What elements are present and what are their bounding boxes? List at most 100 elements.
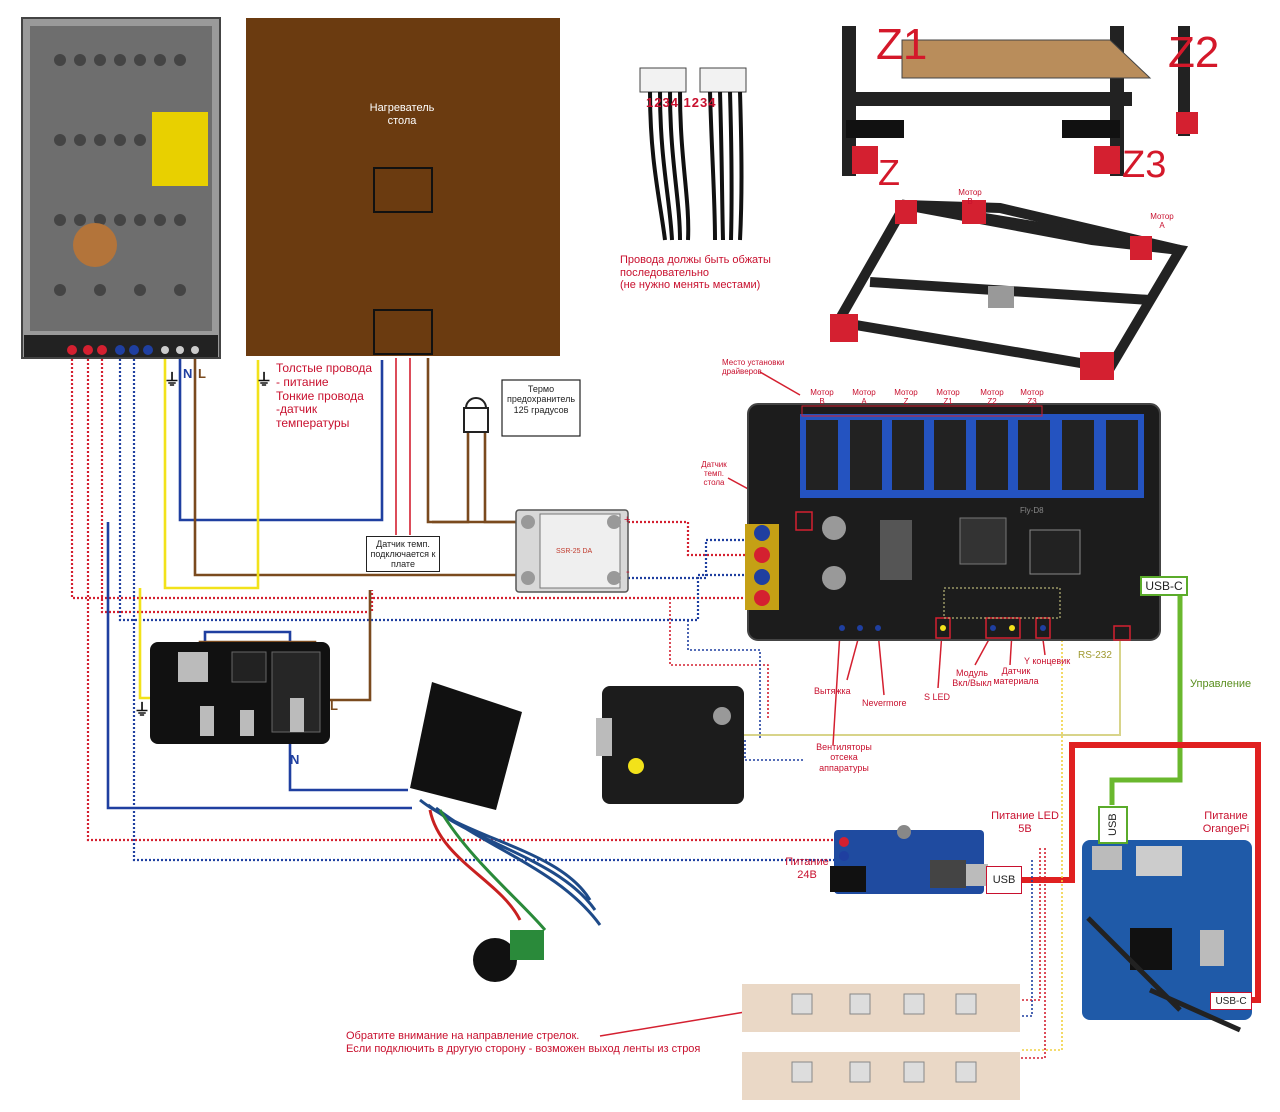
ac-power-socket	[150, 642, 330, 744]
motor-slot-label: Мотор Z3	[1020, 388, 1044, 407]
driver-place-label: Место установки драйверов	[722, 358, 785, 377]
usb-c-top-label: USB-C	[1140, 576, 1188, 596]
psu-label-sticker	[152, 112, 208, 186]
pointer-strip	[599, 1011, 746, 1037]
printer-frame-bottom	[842, 26, 1198, 176]
pin-numbers-label: 1234 1234	[646, 95, 717, 110]
psu-coil	[73, 223, 117, 267]
ssr-model-label: SSR-25 DA	[556, 548, 593, 555]
motor-slot-label: Мотор A	[852, 388, 876, 407]
wire-neutral-main	[106, 522, 412, 810]
ssr-plus-label: +	[624, 514, 631, 526]
connector-cables	[639, 67, 747, 241]
exhaust-label: Вытяжка	[814, 686, 851, 696]
wires-note-label: Толстые провода - питание Тонкие провода…	[276, 361, 373, 431]
wire-fuse-to-heater	[432, 430, 470, 524]
wire-ground-psu	[163, 355, 260, 590]
bed-heater	[246, 18, 560, 356]
z-label: Z	[878, 152, 900, 193]
motor-slot-label: Мотор Z1	[936, 388, 960, 407]
wire-live-psu	[193, 355, 520, 577]
wire-led-data-4	[1020, 848, 1041, 1001]
ground-icon: ⏚	[134, 702, 151, 719]
pointer-sled	[937, 631, 943, 689]
pointer-driver	[759, 371, 801, 396]
wire-led-data-1	[1020, 612, 1063, 1051]
led-power-label: Питание LED 5В	[991, 810, 1059, 835]
psu-terminals	[67, 345, 199, 355]
wire-psu-minus-to-board	[118, 355, 752, 622]
wire-fans-1	[669, 598, 769, 720]
motor-label-brackets	[801, 405, 1043, 417]
thermo-fuse	[463, 379, 581, 437]
power-module-label: Модуль Вкл/Выкл	[952, 668, 992, 689]
usb-vertical-label: USB	[1098, 806, 1128, 844]
wire-orangepi-power	[1022, 742, 1261, 1003]
live-socket-label: L	[330, 698, 338, 713]
wire-psu-plus2	[100, 355, 374, 614]
neutral-label: N	[183, 366, 193, 381]
power-24v-label: Питание 24В	[785, 856, 829, 881]
s-led-label: S LED	[924, 692, 951, 702]
wire-psu-plus-to-converter	[86, 355, 850, 842]
led-strips	[742, 984, 1020, 1100]
power-switch-module	[410, 682, 602, 982]
wire-psu-plus-to-board	[70, 355, 752, 600]
motor-slot-label: Мотор B	[810, 388, 834, 407]
crimp-note-label: Провода должы быть обжаты последовательн…	[620, 254, 771, 292]
fan-hub-board	[596, 686, 744, 804]
motor-a-top-label: Мотор A	[1150, 212, 1174, 231]
rs232-label: RS-232	[1078, 650, 1112, 661]
live-label: L	[198, 366, 206, 381]
wire-led-data-3	[1020, 860, 1033, 1017]
y-endstop-label: Y концевик	[1024, 656, 1071, 666]
usb-label: USB	[986, 866, 1022, 894]
orangepi-power-label: Питание OrangePi	[1202, 810, 1250, 835]
thermo-fuse-label: Термо предохранитель 125 градусов	[506, 384, 576, 415]
wire-neutral-socket	[203, 630, 408, 792]
filament-sensor-label: Датчик материала	[993, 666, 1039, 687]
z1-label: Z1	[876, 20, 928, 69]
thermo-fuse-box	[501, 379, 581, 437]
wire-psu-minus-to-converter	[132, 355, 850, 862]
z3-label: Z3	[1122, 144, 1167, 186]
bed-temp-sensor-label: Датчик темп. стола	[701, 460, 727, 488]
wire-led-data-2	[1020, 848, 1046, 1059]
motor-slot-label: Мотор Z2	[980, 388, 1004, 407]
printer-gantry	[830, 199, 1189, 380]
solid-state-relay	[515, 509, 629, 593]
pointer-nevermore2	[877, 631, 885, 696]
ground-icon: ⏚	[164, 372, 181, 389]
driver-slots	[800, 414, 1144, 498]
usb-c-bottom-label: USB-C	[1210, 992, 1252, 1010]
wire-neutral-psu	[178, 355, 384, 522]
wire-fans-2	[687, 620, 761, 740]
ground-icon: ⏚	[256, 372, 273, 389]
bed-temp-connector	[795, 511, 813, 531]
strip-note-label: Обратите внимание на направление стрелок…	[346, 1030, 701, 1055]
board-model-label: Fly-D8	[1020, 506, 1044, 515]
orangepi-board	[1082, 840, 1252, 1033]
z2-label: Z2	[1168, 28, 1220, 77]
wire-fuse-to-ssr	[483, 430, 520, 524]
mainboard	[745, 403, 1161, 641]
bed-heater-sensor-box	[373, 167, 433, 213]
bed-heater-connector	[373, 309, 433, 355]
bed-heater-label: Нагреватель стола	[369, 102, 435, 127]
ssr-minus-label: -	[626, 566, 630, 578]
electronics-fans-label: Вентиляторы отсека аппаратуры	[816, 742, 872, 773]
wire-fans-3	[744, 740, 805, 761]
wire-control-usb	[1109, 588, 1183, 805]
motor-slot-label: Мотор Z	[894, 388, 918, 407]
temp-sensor-board-label: Датчик темп. подключается к плате	[366, 536, 440, 572]
control-label: Управление	[1190, 678, 1252, 690]
motor-b-top-label: Мотор B	[958, 188, 982, 207]
fan-connectors	[839, 617, 1131, 641]
dc-dc-converter	[830, 825, 988, 894]
pointer-exhaust	[832, 631, 841, 746]
wire-ssr-minus-to-board	[628, 538, 752, 580]
power-supply	[21, 17, 221, 359]
wire-rs232	[740, 640, 1121, 736]
neutral-socket-label: N	[290, 752, 300, 767]
